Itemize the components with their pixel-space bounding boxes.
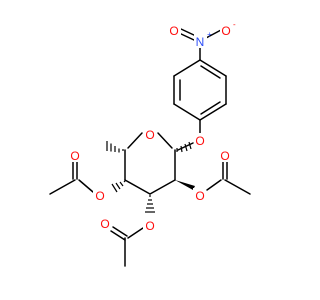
bond-c4-o-hashed <box>111 179 127 193</box>
atom-acetoxy-c4-carbonyl-o: O <box>70 149 79 163</box>
atom-nitro-n: N <box>196 35 205 49</box>
bond-o-acetyl-c4 <box>78 179 94 193</box>
bond-n-o-right <box>205 29 222 39</box>
bond-n-o-left-double-b <box>180 28 197 37</box>
atom-aryl-ether-o: O <box>195 134 204 148</box>
charge-nitro-o-right: - <box>233 20 236 29</box>
bond-benzene-inner-2 <box>200 101 221 115</box>
bond-c1-o-hashed <box>176 141 192 153</box>
bond-o-acetyl-c3 <box>127 227 144 239</box>
bond-acetyl-c2-methyl <box>224 179 251 195</box>
bond-acetyl-c3-carbonyl-b <box>110 230 126 241</box>
atom-acetoxy-c2-carbonyl-o: O <box>220 149 229 163</box>
bond-c4-c3 <box>124 179 151 195</box>
bond-o-acetyl-c2 <box>206 179 222 191</box>
atom-acetoxy-c3-carbonyl-o: O <box>100 217 109 231</box>
bond-c3-c2 <box>149 179 176 195</box>
bond-anomeric-ring-o <box>157 132 173 149</box>
bond-c5-methyl-hashed <box>106 141 124 153</box>
bond-n-o-left-double-a <box>178 32 195 41</box>
bond-acetyl-c4-methyl <box>49 179 76 195</box>
bond-layer <box>49 28 251 267</box>
atom-nitro-o-right: O <box>221 24 230 38</box>
bond-ring-o-c5 <box>127 132 143 149</box>
bond-c3-o-hashed <box>145 195 155 213</box>
charge-nitro-n: + <box>207 30 212 39</box>
bond-benzene-inner-1 <box>200 65 221 79</box>
atom-nitro-o-left: O <box>169 24 178 38</box>
bond-benzene-4 <box>173 103 201 121</box>
bond-benzene-6 <box>173 59 201 77</box>
atom-acetoxy-c4-o: O <box>95 189 104 203</box>
atom-ring-o: O <box>145 128 154 142</box>
molecule-diagram: N + O O - O O O O O O O O <box>49 20 251 267</box>
bond-acetyl-c3-carbonyl-a <box>112 226 128 237</box>
structure-drawing: N + O O - O O O O O O O O <box>49 20 251 267</box>
bond-benzene-3 <box>199 103 227 121</box>
atom-acetoxy-c3-o: O <box>145 219 154 233</box>
atom-layer: N + O O - O O O O O O O O <box>68 20 236 233</box>
bond-benzene-1 <box>199 59 227 77</box>
bond-c2-o-wedge <box>175 180 195 190</box>
atom-acetoxy-c2-o: O <box>195 189 204 203</box>
